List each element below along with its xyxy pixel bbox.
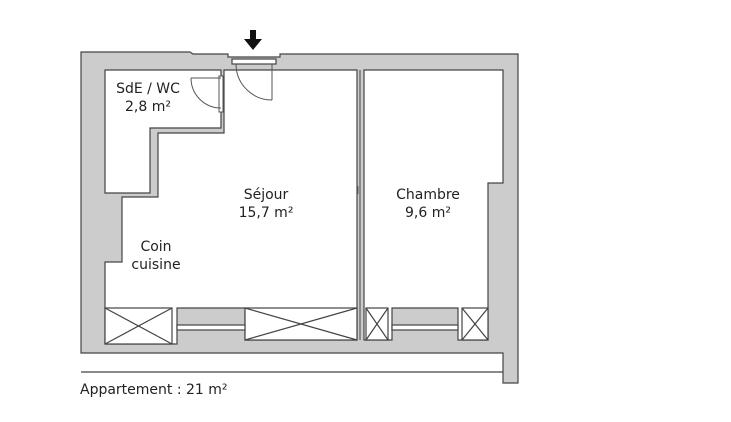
window bbox=[391, 324, 459, 331]
entry-door-frame bbox=[231, 58, 277, 65]
room-sde-wc bbox=[104, 69, 222, 194]
entry-door bbox=[235, 63, 273, 101]
arrow-down-icon bbox=[244, 30, 262, 50]
radiator-box bbox=[365, 307, 389, 341]
radiator-box bbox=[244, 307, 358, 341]
window bbox=[176, 324, 246, 331]
radiator-box bbox=[461, 307, 489, 341]
radiator-box bbox=[104, 307, 173, 345]
total-area: Appartement : 21 m² bbox=[80, 382, 228, 398]
bathroom-door bbox=[190, 75, 224, 113]
